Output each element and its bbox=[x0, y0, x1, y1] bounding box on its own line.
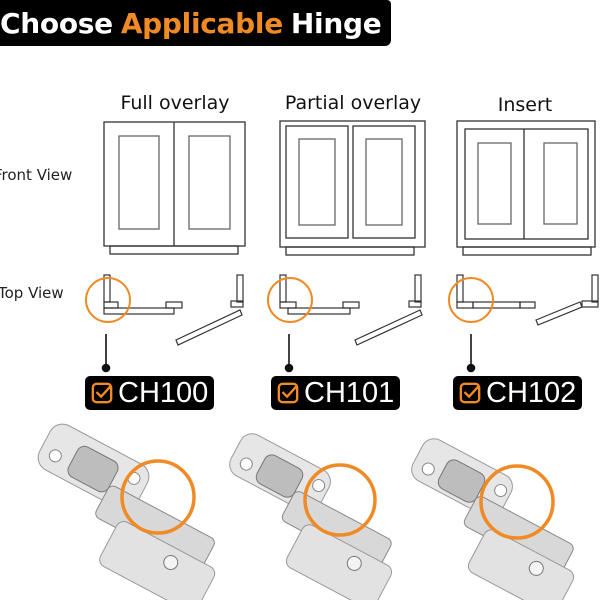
column-title-partial-overlay: Partial overlay bbox=[284, 92, 422, 114]
page-title: Choose Applicable Hinge bbox=[0, 0, 392, 46]
front-view-partial-overlay bbox=[279, 120, 426, 256]
top-view-insert bbox=[456, 274, 599, 326]
highlight-circle-full-overlay bbox=[85, 277, 131, 323]
top-view-full-overlay bbox=[103, 274, 244, 346]
highlight-circle-insert bbox=[448, 277, 494, 323]
title-prefix: Choose bbox=[0, 6, 113, 40]
model-label: CH102 bbox=[486, 376, 577, 409]
hinge-image-ch101 bbox=[229, 433, 393, 600]
connector-full-overlay bbox=[101, 334, 111, 373]
checkbox-checked-icon bbox=[277, 382, 299, 404]
front-view-insert bbox=[456, 120, 596, 256]
row-label-front-view: Front View bbox=[0, 166, 73, 184]
highlight-circle-hinge-ch101 bbox=[303, 463, 377, 537]
column-title-full-overlay: Full overlay bbox=[120, 92, 230, 114]
model-label: CH100 bbox=[118, 376, 209, 409]
model-badge-ch101: CH101 bbox=[271, 376, 401, 410]
highlight-circle-hinge-ch100 bbox=[120, 459, 196, 535]
title-suffix: Hinge bbox=[290, 6, 382, 40]
connector-insert bbox=[466, 334, 476, 373]
hinge-image-ch100 bbox=[37, 423, 216, 600]
top-view-partial-overlay bbox=[279, 274, 423, 346]
title-accent: Applicable bbox=[120, 6, 283, 40]
highlight-circle-hinge-ch102 bbox=[479, 464, 555, 540]
checkbox-checked-icon bbox=[91, 382, 113, 404]
front-view-full-overlay bbox=[103, 121, 246, 255]
model-badge-ch100: CH100 bbox=[85, 376, 215, 410]
row-label-top-view: Top View bbox=[0, 284, 64, 302]
highlight-circle-partial-overlay bbox=[267, 277, 313, 323]
column-title-insert: Insert bbox=[497, 94, 553, 116]
checkbox-checked-icon bbox=[459, 382, 481, 404]
model-label: CH101 bbox=[304, 376, 395, 409]
hinge-image-ch102 bbox=[411, 438, 575, 600]
model-badge-ch102: CH102 bbox=[453, 376, 583, 410]
connector-partial-overlay bbox=[284, 334, 294, 373]
